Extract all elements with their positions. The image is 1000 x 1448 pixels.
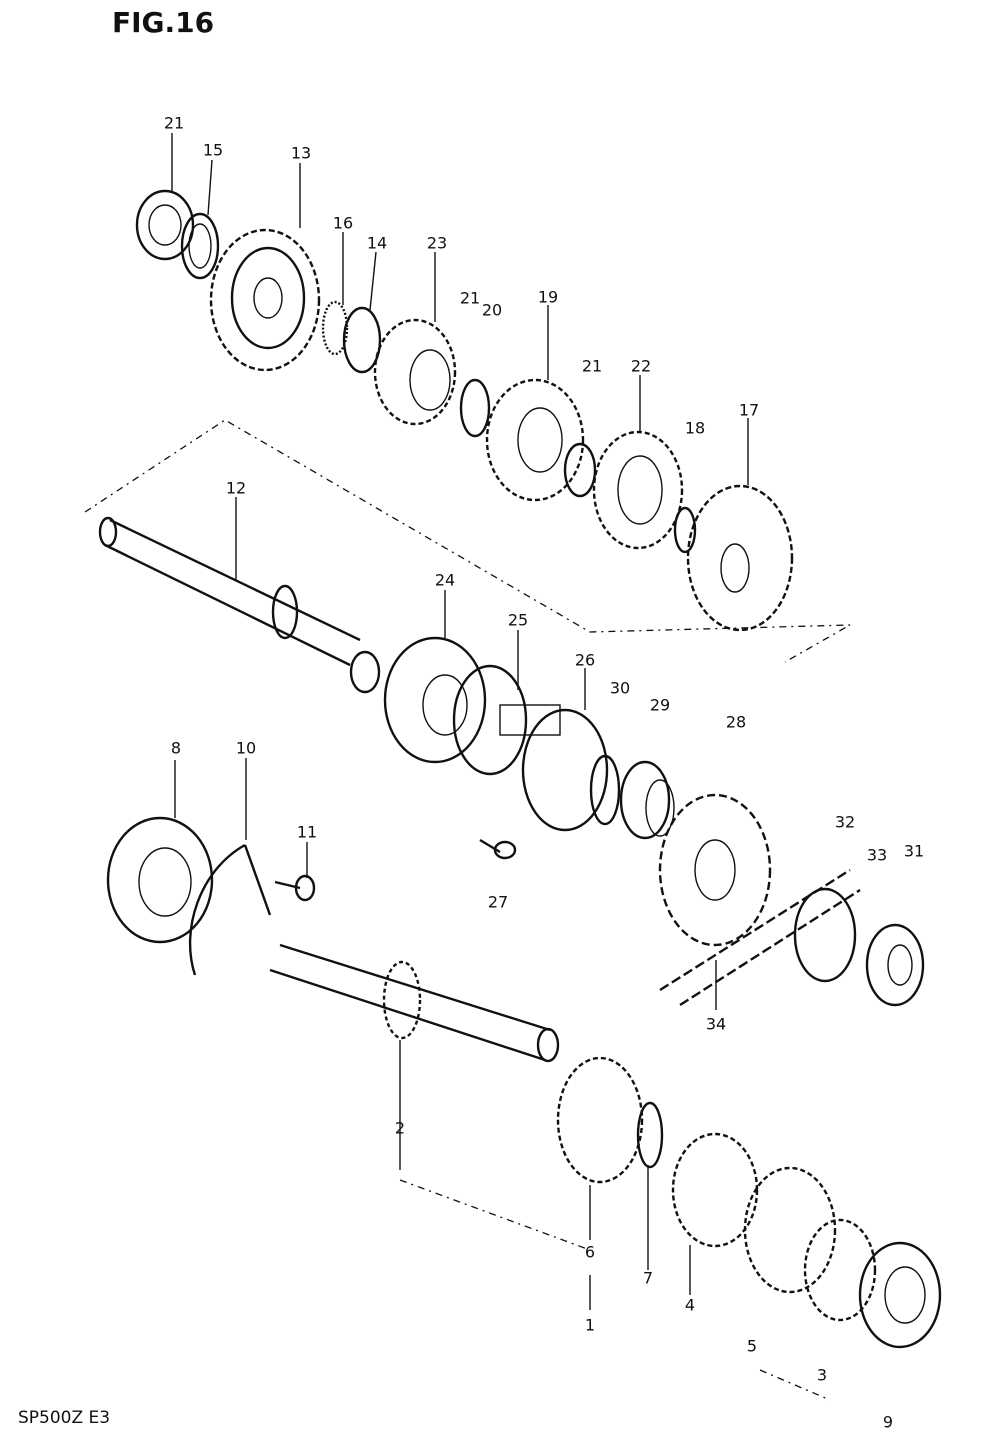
callout-9: 9 [882, 1412, 894, 1432]
figure-title: FIG.16 [112, 6, 215, 39]
callout-25: 24 [434, 570, 456, 590]
washer-14 [342, 306, 382, 374]
bolt-28 [479, 838, 517, 860]
callout-28: 27 [487, 892, 509, 912]
model-code: SP500Z E3 [18, 1408, 111, 1428]
callout-21-upper: 21 [459, 288, 481, 308]
bearing-retainer-10 [188, 843, 272, 976]
callout-34: 33 [866, 845, 888, 865]
callout-26: 25 [507, 610, 529, 630]
nut-32 [865, 923, 925, 1007]
callout-1: 1 [584, 1315, 596, 1335]
callout-32: 31 [903, 841, 925, 861]
circlip-20 [459, 378, 491, 438]
callout-29: 28 [725, 712, 747, 732]
callout-11: 11 [296, 822, 318, 842]
callout-12: 12 [225, 478, 247, 498]
callout-16: 16 [332, 213, 354, 233]
spacer-30 [619, 760, 675, 840]
sprocket-29 [658, 793, 772, 947]
callout-30: 29 [649, 695, 671, 715]
callout-3: 3 [816, 1365, 828, 1385]
callout-2: 2 [394, 1118, 406, 1138]
washer-18 [673, 506, 697, 554]
bearing-9 [858, 1241, 942, 1349]
callout-18: 18 [684, 418, 706, 438]
callout-27: 26 [574, 650, 596, 670]
collar-26 [452, 664, 561, 776]
shaft-2 [269, 943, 560, 1063]
lock-washer-34 [793, 887, 857, 983]
screw-11 [274, 874, 316, 902]
callout-4: 4 [684, 1295, 696, 1315]
bearing-25 [383, 636, 487, 764]
callout-14: 14 [366, 233, 388, 253]
circlip-7 [636, 1101, 664, 1169]
callout-6: 6 [584, 1242, 596, 1262]
leader-lines [171, 133, 749, 1310]
callout-17: 17 [738, 400, 760, 420]
shaft-12 [98, 516, 381, 694]
callout-35: 34 [705, 1014, 727, 1034]
gear-19 [485, 378, 585, 502]
callout-23: 23 [426, 233, 448, 253]
callout-13: 13 [290, 143, 312, 163]
bearing-8 [106, 816, 214, 944]
gear-6 [556, 1056, 644, 1184]
gear-23 [373, 318, 457, 426]
washer-15 [180, 212, 220, 280]
bearing-24 [135, 189, 195, 261]
needle-bearing-16 [321, 300, 349, 356]
gear-17 [686, 484, 794, 632]
callout-8: 8 [170, 738, 182, 758]
gear-13 [209, 228, 321, 372]
callout-22: 22 [630, 356, 652, 376]
o-ring-31 [589, 754, 621, 826]
callout-31: 30 [609, 678, 631, 698]
gear-22 [592, 430, 684, 550]
callout-24: 21 [163, 113, 185, 133]
circlip-21 [563, 442, 597, 498]
gear-5 [743, 1166, 837, 1294]
callout-5: 5 [746, 1336, 758, 1356]
callout-7: 7 [642, 1268, 654, 1288]
callout-33: 32 [834, 812, 856, 832]
callout-15: 15 [202, 140, 224, 160]
oil-seal-27 [521, 708, 609, 832]
gear-3 [803, 1218, 877, 1322]
callout-20: 20 [481, 300, 503, 320]
callout-10: 10 [235, 738, 257, 758]
callout-21-lower: 21 [581, 356, 603, 376]
callout-19: 19 [537, 287, 559, 307]
